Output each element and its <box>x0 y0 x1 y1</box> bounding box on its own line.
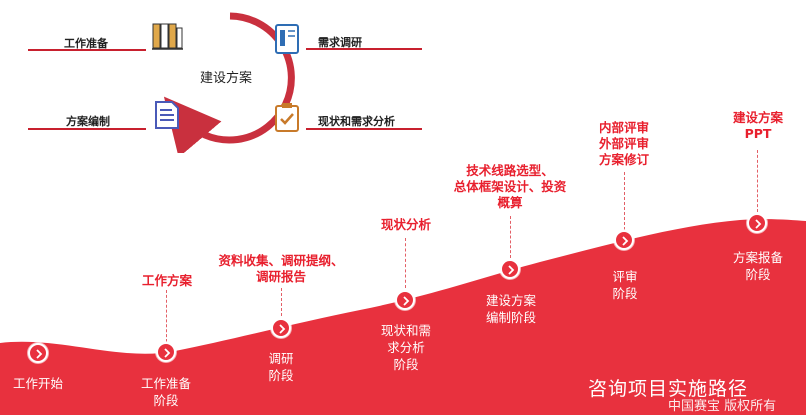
cycle-item-label: 需求调研 <box>318 36 362 49</box>
stage-label: 调研 阶段 <box>268 351 294 383</box>
cycle-item-label: 方案编制 <box>66 115 110 128</box>
notebook-icon <box>275 24 299 54</box>
stage-node-research[interactable] <box>271 318 291 338</box>
task-connector <box>281 288 282 316</box>
task-label: 内部评审 外部评审 方案修订 <box>598 120 649 167</box>
stage-node-preparation[interactable] <box>156 342 176 362</box>
cycle-item-label: 现状和需求分析 <box>318 115 395 128</box>
task-label: 资料收集、调研提纲、 调研报告 <box>218 253 344 284</box>
chevron-right-icon <box>508 265 515 275</box>
stage-label: 评审 阶段 <box>612 269 638 301</box>
cycle-item-underline <box>28 49 146 51</box>
chevron-right-icon <box>164 348 171 358</box>
watermark: 中国赛宝 版权所有 <box>668 399 777 414</box>
cycle-item-label: 工作准备 <box>64 37 108 50</box>
chevron-right-icon <box>36 349 43 359</box>
clipboard-check-icon <box>275 103 299 132</box>
task-connector <box>757 150 758 212</box>
task-label: 技术线路选型、 总体框架设计、投资 概算 <box>453 163 567 210</box>
route-title: 咨询项目实施路径 <box>588 378 749 400</box>
cycle-item-underline <box>28 128 146 130</box>
chevron-right-icon <box>403 296 410 306</box>
stage-label: 建设方案 编制阶段 <box>485 293 536 325</box>
document-icon <box>155 101 179 129</box>
stage-node-plan[interactable] <box>500 259 520 279</box>
task-label: 建设方案 PPT <box>732 110 783 141</box>
chevron-right-icon <box>279 324 286 334</box>
cycle-item-underline <box>306 128 422 130</box>
task-connector <box>510 216 511 258</box>
chevron-right-icon <box>755 219 762 229</box>
stage-node-review[interactable] <box>614 230 634 250</box>
task-connector <box>405 238 406 288</box>
cycle-center-label: 建设方案 <box>200 71 253 86</box>
stage-label: 方案报备 阶段 <box>732 250 783 282</box>
task-connector <box>624 172 625 230</box>
task-connector <box>166 290 167 342</box>
stage-node-start[interactable] <box>28 343 48 363</box>
stage-node-analysis[interactable] <box>395 290 415 310</box>
chevron-right-icon <box>622 236 629 246</box>
cycle-item-underline <box>306 48 422 50</box>
task-label: 工作方案 <box>141 273 192 288</box>
binders-icon <box>152 23 183 50</box>
stage-label: 工作准备 阶段 <box>140 376 191 408</box>
stage-label: 工作开始 <box>12 376 63 391</box>
stage-node-filing[interactable] <box>747 213 767 233</box>
task-label: 现状分析 <box>380 217 431 232</box>
stage-label: 现状和需 求分析 阶段 <box>380 323 431 372</box>
